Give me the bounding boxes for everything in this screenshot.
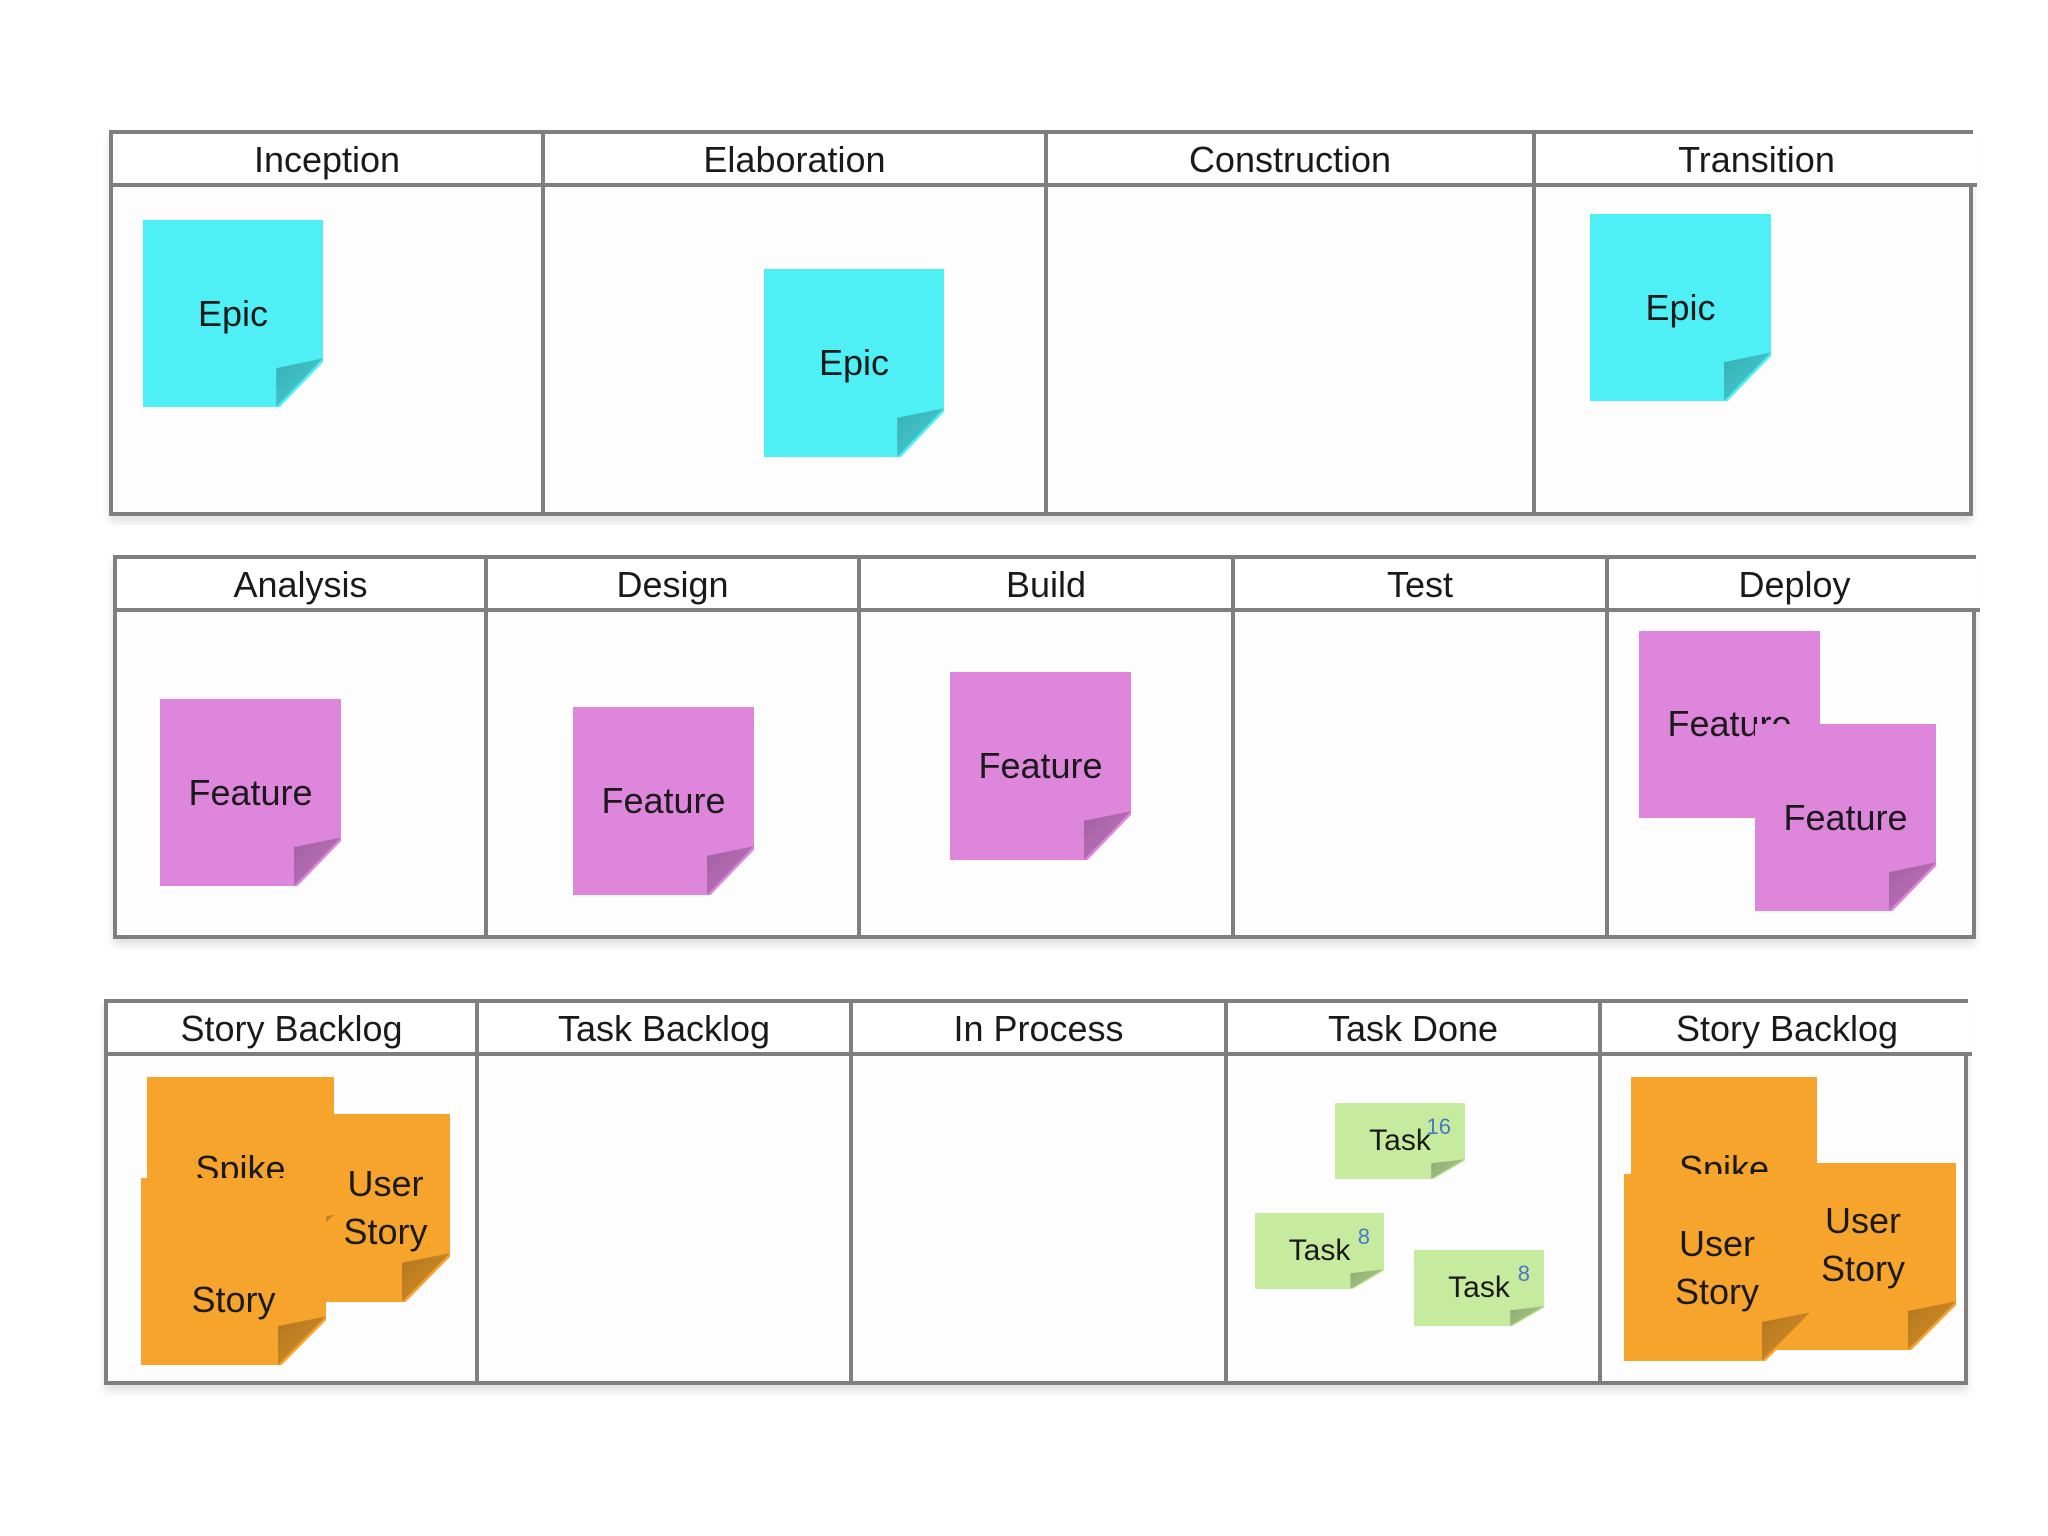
column-header: Inception xyxy=(113,134,541,187)
note-label: Epic xyxy=(1645,286,1716,328)
column-design: Design xyxy=(484,559,857,935)
column-header: Design xyxy=(488,559,857,612)
task-sticky-note[interactable]: Task 8 xyxy=(1414,1250,1544,1326)
column-header: Elaboration xyxy=(545,134,1044,187)
note-label: User Story xyxy=(343,1163,428,1252)
column-header: Task Done xyxy=(1228,1003,1598,1056)
feature-sticky-note[interactable]: Feature xyxy=(950,672,1131,860)
column-header: Transition xyxy=(1536,134,1977,187)
column-elaboration: Elaboration xyxy=(541,134,1044,512)
column-header: Story Backlog xyxy=(108,1003,475,1056)
feature-sticky-note[interactable]: Feature xyxy=(160,699,341,886)
column-header: Test xyxy=(1235,559,1605,612)
column-inception: Inception xyxy=(113,134,541,512)
note-label: User Story xyxy=(1820,1199,1906,1289)
note-label: Task xyxy=(1448,1271,1510,1304)
column-header: Construction xyxy=(1048,134,1532,187)
user-story-sticky-note[interactable]: User Story xyxy=(1624,1174,1810,1361)
column-header: Analysis xyxy=(117,559,484,612)
task-sticky-note[interactable]: Task 16 xyxy=(1335,1103,1465,1179)
note-label: Feature xyxy=(601,780,726,821)
note-label: Epic xyxy=(197,292,269,334)
feature-sticky-note[interactable]: Feature xyxy=(573,707,754,895)
column-header: In Process xyxy=(853,1003,1224,1056)
task-sticky-note[interactable]: Task 8 xyxy=(1255,1213,1384,1289)
note-label: Feature xyxy=(978,745,1103,786)
note-label: Task xyxy=(1288,1234,1351,1267)
task-estimate: 16 xyxy=(1426,1114,1451,1139)
column-deploy: Deploy xyxy=(1605,559,1980,935)
column-story-backlog: Story Backlog xyxy=(108,1003,475,1381)
column-in-process: In Process xyxy=(849,1003,1224,1381)
note-label: Task xyxy=(1369,1124,1431,1157)
column-test: Test xyxy=(1231,559,1605,935)
note-label: Story xyxy=(191,1278,276,1320)
task-estimate: 8 xyxy=(1517,1261,1530,1286)
column-header: Story Backlog xyxy=(1602,1003,1972,1056)
note-label: User Story xyxy=(1674,1222,1760,1312)
column-transition: Transition xyxy=(1532,134,1977,512)
column-construction: Construction xyxy=(1044,134,1532,512)
column-header: Build xyxy=(861,559,1231,612)
note-label: Epic xyxy=(818,342,890,383)
column-task-backlog: Task Backlog xyxy=(475,1003,849,1381)
column-header: Deploy xyxy=(1609,559,1980,612)
feature-sticky-note[interactable]: Feature xyxy=(1755,724,1936,911)
column-header: Task Backlog xyxy=(479,1003,849,1056)
column-analysis: Analysis xyxy=(117,559,484,935)
epic-sticky-note[interactable]: Epic xyxy=(764,269,944,457)
epic-sticky-note[interactable]: Epic xyxy=(143,220,323,407)
column-build: Build xyxy=(857,559,1231,935)
story-sticky-note[interactable]: Story xyxy=(141,1178,326,1365)
note-label: Feature xyxy=(188,771,313,813)
note-label: Feature xyxy=(1783,796,1908,838)
task-estimate: 8 xyxy=(1357,1224,1370,1249)
column-task-done: Task Done xyxy=(1224,1003,1598,1381)
column-story-done: Story Backlog xyxy=(1598,1003,1972,1381)
epic-sticky-note[interactable]: Epic xyxy=(1590,214,1771,401)
